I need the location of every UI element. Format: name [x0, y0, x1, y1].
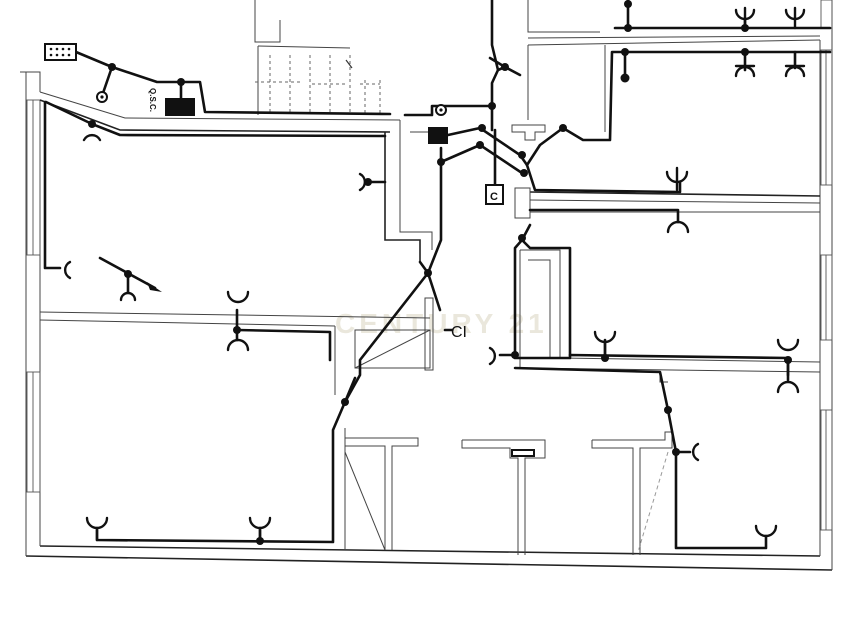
arrow-icon — [98, 256, 162, 302]
ceiling-light-icon — [226, 290, 250, 304]
junction-box-icon — [485, 184, 504, 205]
meter-box-dots — [49, 47, 71, 57]
ceiling-light-icon — [82, 133, 102, 142]
stairs — [255, 55, 381, 115]
outlet-symbols — [63, 133, 800, 542]
wall-outlet-icon — [358, 172, 367, 192]
windows-right — [820, 0, 833, 531]
junction-box-label: C — [490, 191, 498, 203]
panel-label: Q.S.C. — [148, 88, 157, 112]
wall-outlet-icon — [63, 260, 72, 280]
watermark-text: CENTURY 21 — [335, 308, 548, 339]
ceiling-light-icon — [226, 338, 250, 352]
windows-left — [26, 99, 41, 493]
ceiling-light-icon — [776, 380, 800, 394]
outlet-icon — [776, 338, 800, 352]
floor-outlet-icon — [248, 516, 272, 530]
ceiling-light-icon — [666, 220, 690, 234]
floor-outlet-icon — [85, 516, 109, 530]
wall-outlet-icon — [488, 346, 497, 366]
floor-outlet-icon — [754, 524, 778, 538]
hallway-panel-icon — [428, 127, 448, 144]
distribution-panel-icon — [165, 98, 195, 116]
junction-nodes — [88, 0, 792, 545]
wiring — [43, 0, 832, 550]
circuit-label: CI — [451, 324, 467, 341]
wall-outlet-icon — [691, 442, 700, 462]
meter-box-icon — [44, 43, 77, 61]
interior-walls — [20, 0, 821, 555]
vent-slot — [511, 449, 535, 457]
socket-symbols — [665, 6, 806, 192]
